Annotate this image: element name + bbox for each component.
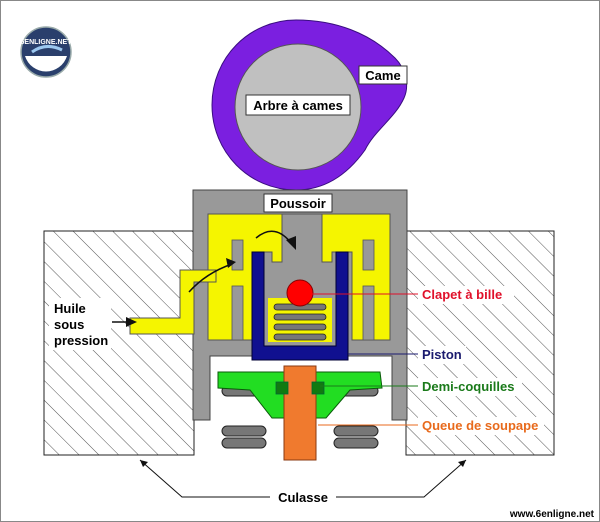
label-box-arbre <box>245 94 351 116</box>
label-demi: Demi-coquilles <box>422 379 514 394</box>
rib-right <box>362 285 375 341</box>
oil-inlet-channel <box>129 269 217 335</box>
label-box-piston <box>418 346 466 364</box>
label-piston: Piston <box>422 347 462 362</box>
inner-spring <box>268 298 332 342</box>
label-box-culasse <box>272 488 334 506</box>
label-box-came <box>358 65 408 85</box>
logo: 6ENLIGNE.NET <box>20 26 73 78</box>
valve-stem <box>283 365 317 461</box>
rib-left <box>231 285 244 341</box>
label-box-poussoir <box>263 193 333 213</box>
collet-left <box>275 381 289 395</box>
label-arbre: Arbre à cames <box>253 98 343 113</box>
label-box-queue <box>418 417 544 435</box>
label-box-clapet <box>418 286 514 304</box>
leader-culasse-left <box>139 459 270 498</box>
rib-left-top <box>231 239 244 271</box>
piston <box>251 251 349 361</box>
collet-right <box>311 381 325 395</box>
label-poussoir: Poussoir <box>270 196 326 211</box>
label-box-huile <box>49 298 111 350</box>
label-huile-2: sous <box>54 317 84 332</box>
label-box-demi <box>418 378 522 396</box>
label-culasse: Culasse <box>278 490 328 505</box>
leader-culasse-right <box>336 459 467 498</box>
label-huile-1: Huile <box>54 301 86 316</box>
website-credit[interactable]: www.6enligne.net <box>509 509 595 520</box>
rib-right-top <box>362 239 375 271</box>
label-huile-3: pression <box>54 333 108 348</box>
check-ball <box>286 279 314 307</box>
logo-text: 6ENLIGNE.NET <box>21 39 73 46</box>
label-came: Came <box>365 68 400 83</box>
label-clapet: Clapet à bille <box>422 287 502 302</box>
label-queue: Queue de soupape <box>422 418 538 433</box>
